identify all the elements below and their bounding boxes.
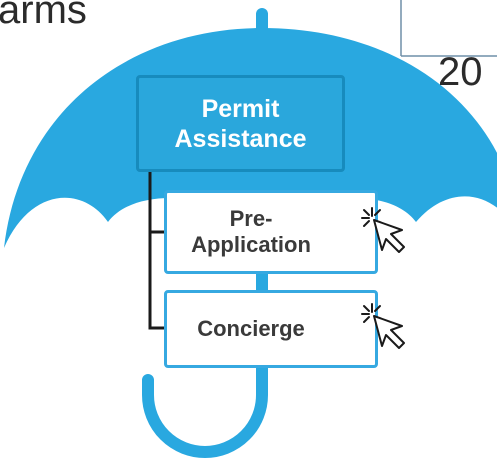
pre-application-label-line1: Pre-: [229, 206, 273, 231]
permit-label-line1: Permit: [201, 94, 280, 123]
concierge-label: Concierge: [197, 316, 305, 341]
permit-assistance-box: Permit Assistance: [136, 75, 345, 172]
pre-application-label-line2: Application: [191, 232, 311, 257]
tree-connector: [148, 172, 166, 330]
permit-label-line2: Assistance: [174, 124, 307, 153]
cropped-year-fragment: 20: [438, 50, 483, 94]
umbrella-tip: [256, 8, 268, 34]
click-cursor-icon: [361, 207, 405, 253]
cropped-heading-fragment: arms: [0, 0, 87, 32]
pre-application-box[interactable]: Pre- Application: [164, 190, 378, 274]
umbrella-handle: [142, 214, 268, 458]
concierge-box[interactable]: Concierge: [164, 290, 378, 368]
click-cursor-icon: [361, 303, 405, 349]
